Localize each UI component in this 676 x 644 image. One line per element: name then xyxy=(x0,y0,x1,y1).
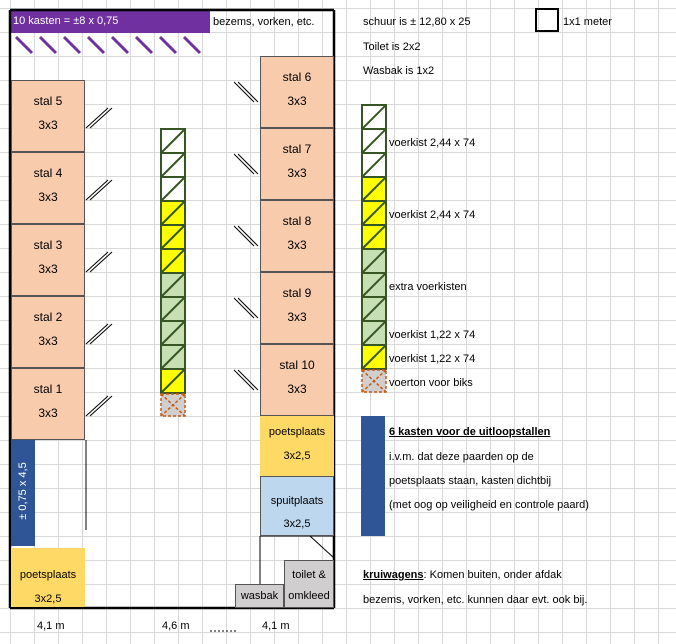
kasten-hatching xyxy=(14,35,202,55)
kasten-title: 6 kasten voor de uitloopstallen xyxy=(389,426,551,438)
spuitplaats-label: spuitplaats xyxy=(270,495,324,507)
poetsplaats-left-label: poetsplaats xyxy=(19,569,77,581)
legend-voerkist-2: voerkist 2,44 x 74 xyxy=(389,209,476,221)
kruiwagens-note: kruiwagens: Komen buiten, onder afdak xyxy=(363,569,562,581)
toilet-box: toilet & omkleed xyxy=(284,560,334,608)
kasten-blue-bar xyxy=(361,416,385,536)
dimension-left: 4,1 m xyxy=(37,620,65,632)
kruiwagens-line-1: : Komen buiten, onder afdak xyxy=(423,569,562,581)
wasbak-box: wasbak xyxy=(235,584,284,608)
bezems-label: bezems, vorken, etc. xyxy=(213,16,315,28)
scale-label: 1x1 meter xyxy=(563,16,612,28)
wasbak-label: wasbak xyxy=(240,590,279,602)
kruiwagens-line-2: bezems, vorken, etc. kunnen daar evt. oo… xyxy=(363,594,588,606)
toilet-label-1: toilet & xyxy=(292,569,326,581)
spuitplaats-size: 3x2,5 xyxy=(283,518,311,530)
legend-voerkist-4: voerkist 1,22 x 74 xyxy=(389,353,476,365)
legend-extra: extra voerkisten xyxy=(389,281,467,293)
legend-voerkist-1: voerkist 2,44 x 74 xyxy=(389,137,476,149)
poetsplaats-right: poetsplaats 3x2,5 xyxy=(260,416,334,476)
poetsplaats-left-size: 3x2,5 xyxy=(34,593,62,605)
schuur-info: schuur is ± 12,80 x 25 xyxy=(363,16,471,28)
toilet-info: Toilet is 2x2 xyxy=(363,41,421,53)
poetsplaats-left: poetsplaats 3x2,5 xyxy=(11,548,85,607)
feed-crates-column xyxy=(160,128,186,417)
kasten-line-3: (met oog op veiligheid en controle paard… xyxy=(389,499,589,511)
kasten-header: 10 kasten = ±8 x 0,75 xyxy=(10,11,210,33)
legend-crates-column xyxy=(361,104,387,393)
left-blue-label: ± 0,75 x 4,5 xyxy=(17,462,29,520)
kruiwagens-title: kruiwagens xyxy=(363,569,424,581)
toilet-label-2: omkleed xyxy=(288,590,330,602)
legend-voerton: voerton voor biks xyxy=(389,377,473,389)
poetsplaats-right-label: poetsplaats xyxy=(268,426,326,438)
kasten-line-2: poetsplaats staan, kasten dichtbij xyxy=(389,475,552,487)
left-blue-bar xyxy=(11,440,35,546)
wasbak-info: Wasbak is 1x2 xyxy=(363,65,435,77)
poetsplaats-right-size: 3x2,5 xyxy=(283,450,311,462)
kasten-line-1: i.v.m. dat deze paarden op de xyxy=(389,451,534,463)
kasten-label: 10 kasten = ±8 x 0,75 xyxy=(13,15,119,27)
legend-voerkist-3: voerkist 1,22 x 74 xyxy=(389,329,476,341)
dimension-right: 4,1 m xyxy=(262,620,290,632)
dimension-middle: 4,6 m xyxy=(162,620,190,632)
scale-square xyxy=(535,8,559,32)
spuitplaats: spuitplaats 3x2,5 xyxy=(260,476,334,536)
